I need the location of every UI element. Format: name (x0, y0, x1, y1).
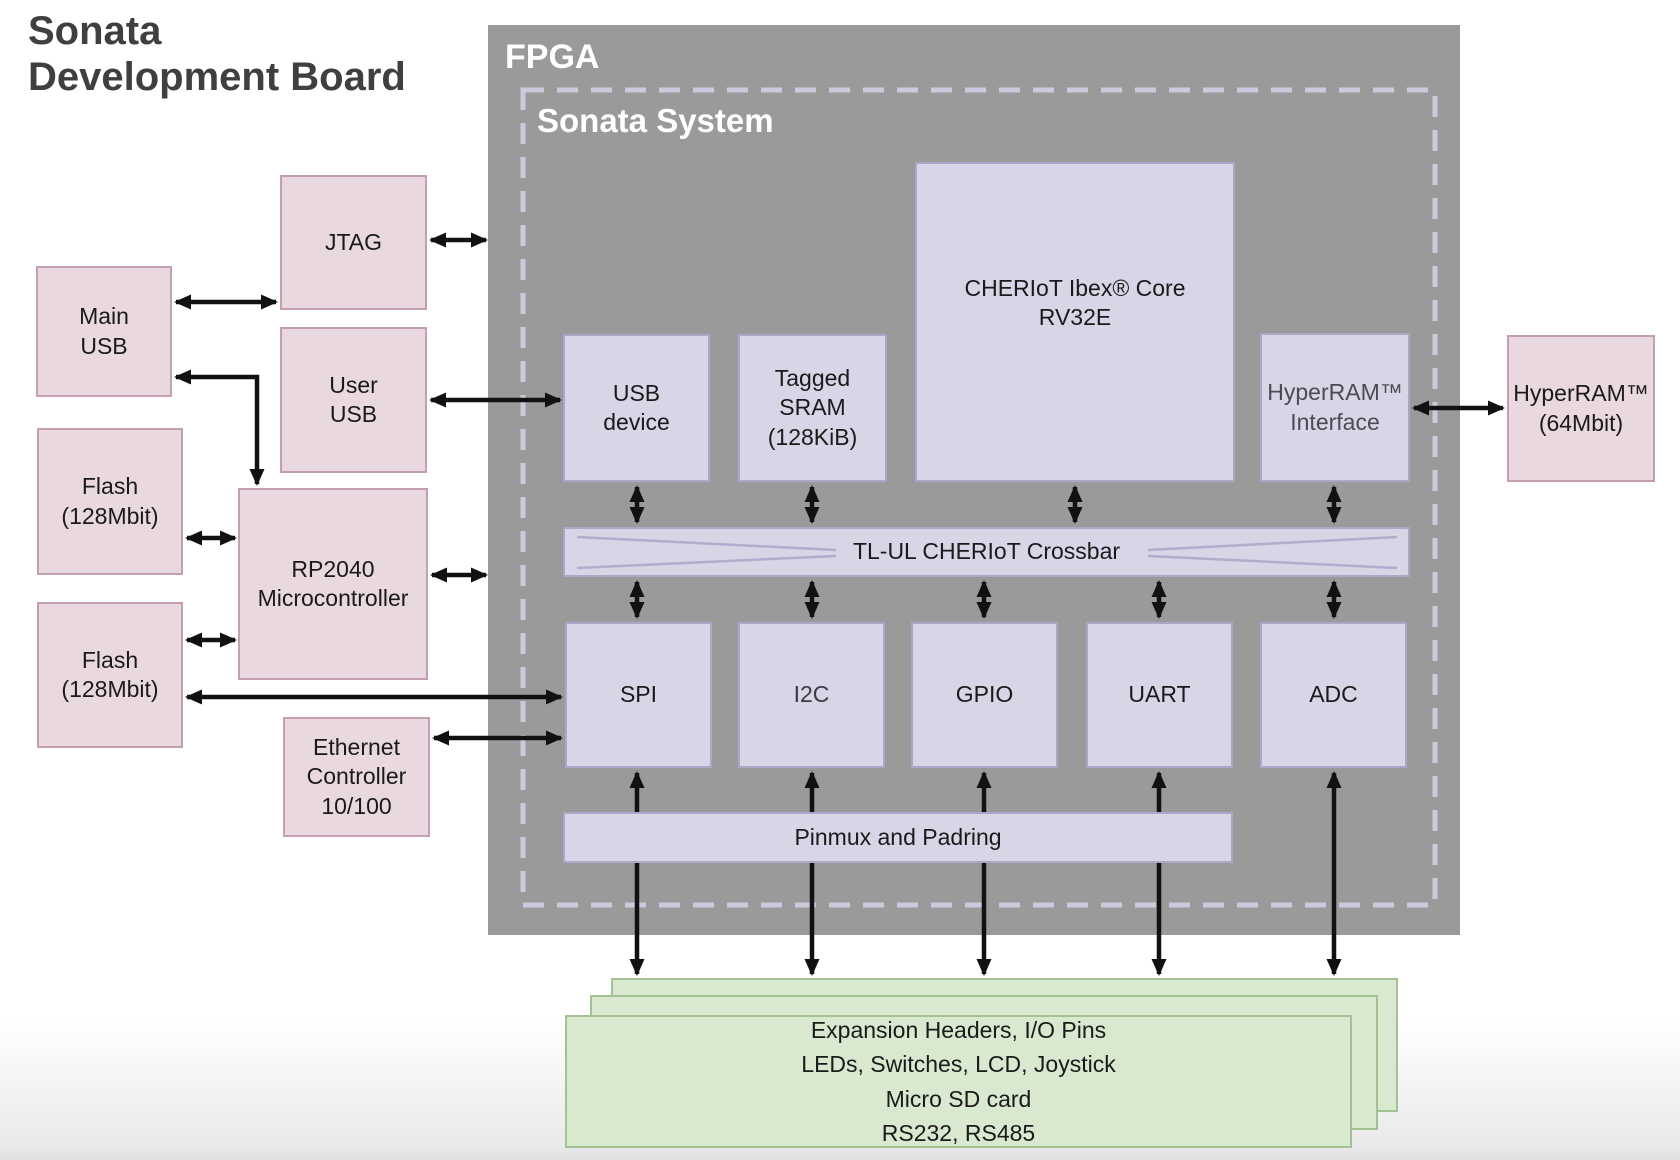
i2c-box: I2C (738, 622, 885, 768)
uart-box: UART (1086, 622, 1233, 768)
expansion-stack-front: Expansion Headers, I/O Pins LEDs, Switch… (565, 1015, 1352, 1148)
tagged-sram-box: Tagged SRAM (128KiB) (738, 334, 887, 482)
user-usb-box: User USB (280, 327, 427, 473)
usb-device-box: USB device (563, 334, 710, 482)
crossbar-box: TL-UL CHERIoT Crossbar (563, 527, 1410, 577)
fpga-label: FPGA (505, 38, 600, 76)
sonata-system-label: Sonata System (537, 102, 774, 139)
main-usb-box: Main USB (36, 266, 172, 397)
gpio-box: GPIO (911, 622, 1058, 768)
flash-bottom-box: Flash (128Mbit) (37, 602, 183, 748)
jtag-box: JTAG (280, 175, 427, 310)
pinmux-box: Pinmux and Padring (563, 812, 1233, 863)
flash-top-box: Flash (128Mbit) (37, 428, 183, 575)
adc-box: ADC (1260, 622, 1407, 768)
spi-box: SPI (565, 622, 712, 768)
rp2040-box: RP2040 Microcontroller (238, 488, 428, 680)
ethernet-box: Ethernet Controller 10/100 (283, 717, 430, 837)
hyperram-chip-box: HyperRAM™ (64Mbit) (1507, 335, 1655, 482)
ibex-core-box: CHERIoT Ibex® Core RV32E (915, 162, 1235, 482)
hyperram-interface-box: HyperRAM™ Interface (1260, 333, 1410, 482)
diagram-title: Sonata Development Board (28, 9, 406, 99)
